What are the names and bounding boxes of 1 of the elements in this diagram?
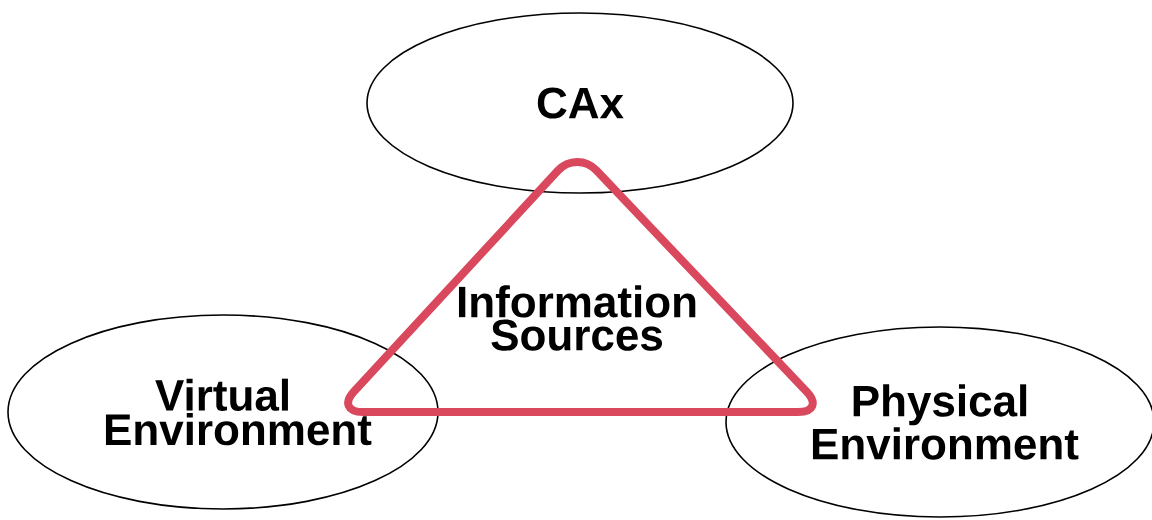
source-triangle: Information Sources [344, 157, 817, 416]
